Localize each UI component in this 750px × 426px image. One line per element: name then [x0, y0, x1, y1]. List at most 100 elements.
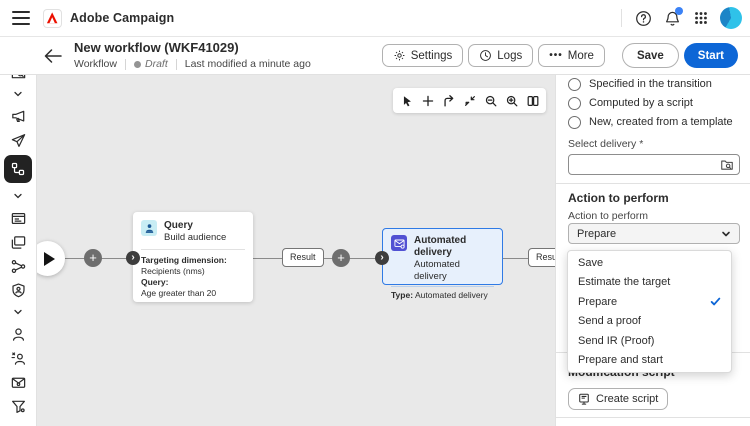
divider [556, 417, 750, 418]
radio-new-from-template[interactable]: New, created from a template [568, 114, 733, 130]
help-icon[interactable] [633, 8, 653, 28]
more-button[interactable]: ••• More [538, 44, 605, 67]
workflow-meta: Workflow Draft Last modified a minute ag… [74, 58, 311, 70]
delivery-node-in-port[interactable]: › [375, 251, 389, 265]
field-value: Age greater than 20 [141, 288, 217, 298]
logs-label: Logs [497, 49, 523, 62]
select-delivery-label: Select delivery * [568, 138, 644, 150]
adobe-campaign-logo [43, 8, 62, 28]
connector-tool-icon[interactable] [439, 91, 458, 110]
menu-item-prepare-selected[interactable]: Prepare [568, 292, 731, 312]
product-name: Adobe Campaign [70, 11, 175, 25]
back-arrow-icon[interactable] [44, 48, 62, 63]
node-title: Automated delivery [414, 235, 467, 258]
automated-delivery-node-selected[interactable]: Automated delivery Automated delivery Ty… [382, 228, 503, 300]
fit-view-icon[interactable] [460, 91, 479, 110]
radio-icon [568, 96, 581, 110]
menu-item-save[interactable]: Save [578, 256, 604, 269]
field-value: Recipients (nms) [141, 266, 205, 276]
radio-icon [568, 77, 581, 91]
section-collapse-chevron-icon[interactable] [11, 87, 25, 101]
status-badge: Draft [144, 58, 168, 70]
status-dot [133, 60, 141, 68]
action-select[interactable]: Prepare [568, 223, 740, 244]
node-subtitle: Build audience [164, 232, 227, 243]
page-title: New workflow (WKF41029) [74, 40, 239, 55]
sidebar-item-subscription-services[interactable] [9, 373, 27, 391]
field-label: Query: [141, 277, 169, 287]
adobe-logo-icon [46, 12, 58, 24]
section-collapse-chevron-icon[interactable] [11, 305, 25, 319]
add-activity-button[interactable]: + [84, 249, 102, 267]
last-modified-label: Last modified a minute ago [184, 58, 311, 70]
add-activity-button[interactable]: + [332, 249, 350, 267]
node-subtitle: Automated delivery [414, 259, 460, 282]
sidebar-item-landing-pages[interactable] [9, 209, 27, 227]
zoom-out-icon[interactable] [481, 91, 500, 110]
query-icon [141, 220, 157, 236]
user-avatar[interactable] [720, 7, 742, 29]
plus-icon: + [89, 250, 97, 265]
select-value: Prepare [577, 227, 617, 240]
action-dropdown-menu: Save Estimate the target Prepare Send a … [567, 250, 732, 373]
sidebar-item-content-templates[interactable] [9, 233, 27, 251]
query-activity-node[interactable]: Query Build audience Targeting dimension… [133, 212, 253, 302]
divider [124, 58, 126, 70]
type-value: Automated delivery [414, 290, 488, 300]
plus-icon: + [337, 250, 345, 265]
create-script-button[interactable]: Create script [568, 388, 669, 410]
required-asterisk: * [639, 138, 644, 150]
section-collapse-chevron-icon[interactable] [11, 189, 25, 203]
sidebar-item-deliveries[interactable] [9, 131, 27, 149]
select-delivery-field [568, 154, 740, 175]
properties-panel: Specified in the transition Computed by … [555, 75, 750, 426]
sidebar-item-fragments[interactable] [9, 257, 27, 275]
sidebar-item-workflows-active[interactable] [4, 155, 32, 183]
canvas-toolbar [393, 88, 546, 113]
sidebar-item-offers[interactable] [9, 281, 27, 299]
play-icon [43, 251, 55, 266]
more-dots-icon: ••• [549, 50, 563, 61]
divider [175, 58, 177, 70]
divider [556, 183, 750, 184]
divider [621, 9, 622, 27]
add-activity-icon[interactable] [418, 91, 437, 110]
query-node-in-port[interactable]: › [126, 251, 140, 265]
logs-button[interactable]: Logs [468, 44, 534, 67]
page-header: New workflow (WKF41029) Workflow Draft L… [0, 37, 750, 75]
menu-item-estimate-target[interactable]: Estimate the target [578, 276, 671, 289]
gear-icon [394, 50, 405, 61]
minimap-icon[interactable] [523, 91, 542, 110]
menu-item-send-proof[interactable]: Send a proof [578, 315, 641, 328]
automated-delivery-icon [391, 235, 407, 251]
radio-computed-by-script[interactable]: Computed by a script [568, 95, 693, 111]
sidebar-item-predefined-filters[interactable] [9, 397, 27, 415]
notifications-bell-icon[interactable] [662, 7, 683, 28]
radio-specified-in-transition[interactable]: Specified in the transition [568, 76, 712, 92]
action-section-title: Action to perform [568, 191, 669, 205]
sidebar-item-campaigns[interactable] [9, 107, 27, 125]
history-clock-icon [480, 50, 492, 61]
start-button[interactable]: Start [683, 43, 738, 68]
save-button[interactable]: Save [621, 43, 679, 68]
sidebar-item-profiles[interactable] [9, 325, 27, 343]
delivery-picker-icon[interactable] [715, 155, 739, 174]
pointer-tool-icon[interactable] [397, 91, 416, 110]
settings-button[interactable]: Settings [381, 44, 464, 67]
sidebar-item-audiences[interactable] [9, 349, 27, 367]
notification-badge [675, 7, 683, 15]
top-bar: Adobe Campaign [0, 0, 750, 37]
menu-icon[interactable] [12, 11, 30, 25]
field-label: Targeting dimension: [141, 255, 227, 265]
menu-item-prepare-and-start[interactable]: Prepare and start [578, 354, 663, 367]
workflow-type-label: Workflow [74, 58, 117, 70]
type-label: Type: [391, 290, 414, 300]
action-field-label: Action to perform [568, 210, 648, 222]
transition-result-label[interactable]: Result [282, 248, 324, 267]
select-delivery-input[interactable] [569, 155, 715, 174]
node-title: Query [164, 220, 193, 231]
menu-item-send-ir-proof[interactable]: Send IR (Proof) [578, 334, 655, 347]
apps-grid-icon[interactable] [691, 8, 711, 28]
zoom-in-icon[interactable] [502, 91, 521, 110]
chevron-right-icon: › [131, 252, 135, 263]
